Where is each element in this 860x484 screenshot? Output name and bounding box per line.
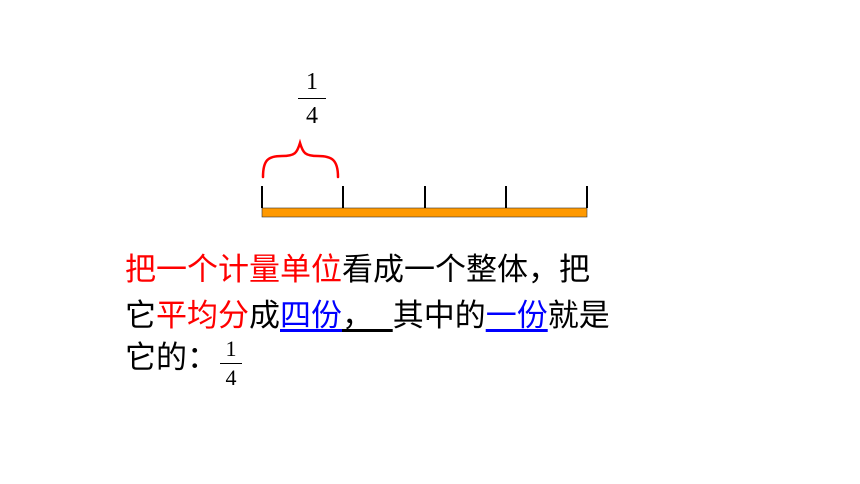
line2-h: 就是	[547, 298, 610, 334]
top-fraction-numerator: 1	[306, 69, 318, 95]
blue-phrase-one-part: 一份	[485, 298, 548, 334]
line3-a: 它的：	[125, 340, 218, 376]
inline-fraction-bar	[220, 363, 242, 364]
top-fraction-bar	[298, 98, 326, 99]
underline-gap	[373, 298, 393, 334]
text-line-2: 它平均分成四份， 其中的一份就是	[125, 298, 610, 334]
red-brace	[261, 138, 340, 179]
inline-fraction-denominator: 4	[225, 365, 237, 390]
top-fraction: 1 4	[298, 68, 326, 130]
line1-rest: 看成一个整体，把	[342, 252, 590, 288]
orange-bar	[261, 207, 588, 218]
inline-fraction-numerator: 1	[225, 336, 237, 361]
underlined-blank: ，	[342, 298, 373, 334]
red-phrase-unit: 把一个计量单位	[125, 252, 342, 288]
blue-phrase-four-parts: 四份	[280, 298, 342, 334]
line2-f: 其中的	[392, 298, 486, 334]
line2-c: 成	[249, 298, 280, 334]
line2-a: 它	[125, 298, 156, 334]
text-line-1: 把一个计量单位看成一个整体，把	[125, 252, 590, 288]
red-phrase-divide: 平均分	[156, 298, 249, 334]
top-fraction-denominator: 4	[306, 103, 318, 129]
